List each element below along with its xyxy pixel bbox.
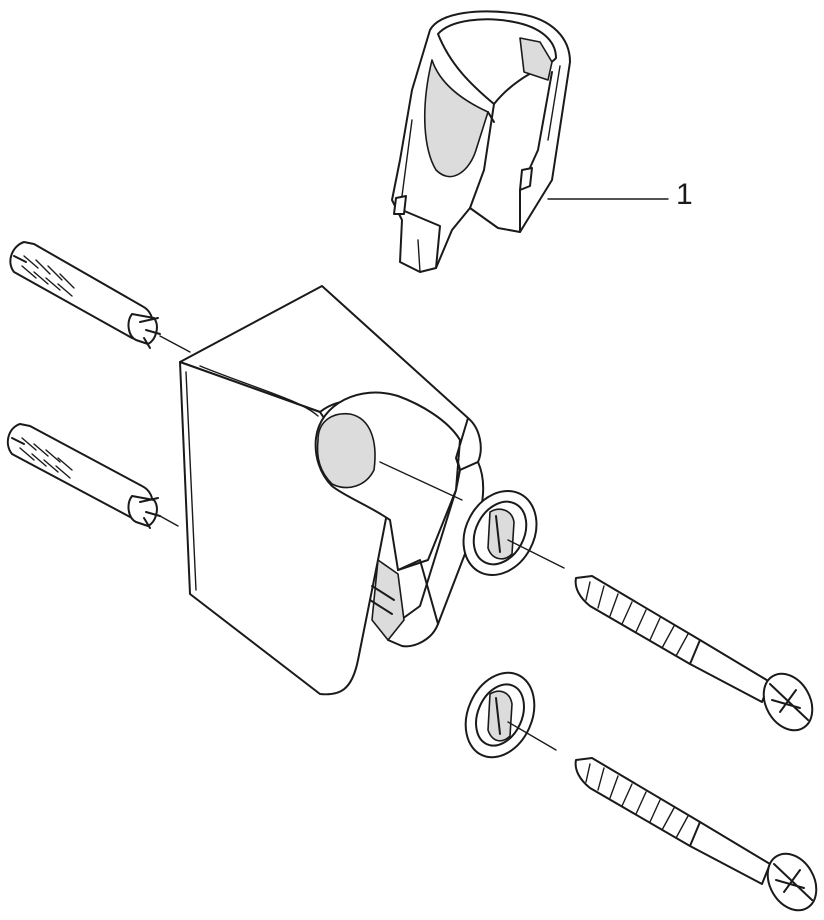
clip-insert — [391, 10, 571, 273]
bracket — [179, 285, 485, 696]
screw-top — [574, 575, 814, 732]
wall-plug-bottom — [6, 423, 179, 529]
washer-top — [462, 489, 538, 577]
wall-plug-top — [9, 241, 191, 353]
washer-bottom — [464, 671, 536, 759]
callout-number-1: 1 — [676, 178, 693, 211]
screw-bottom — [574, 757, 818, 912]
